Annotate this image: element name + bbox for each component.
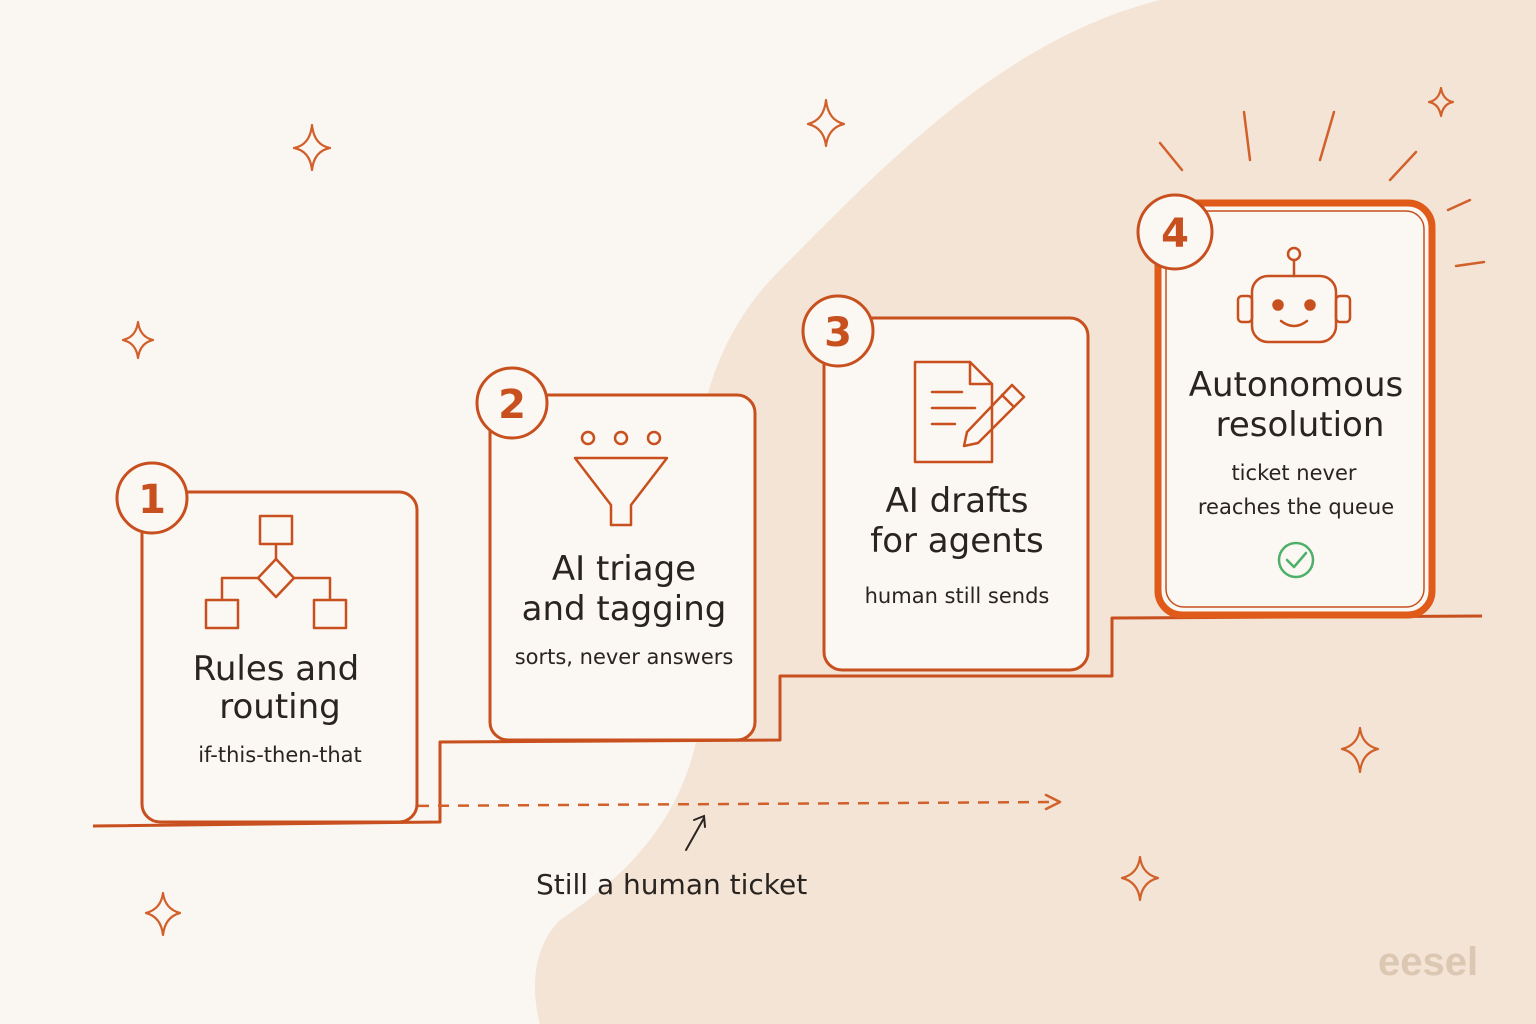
step-2-number: 2 — [498, 382, 526, 428]
step-card-1: Rules and routing if-this-then-that 1 — [115, 461, 419, 824]
step-3-number: 3 — [824, 310, 852, 356]
staircase-line — [92, 614, 1483, 828]
annotation-label: Still a human ticket — [536, 868, 807, 901]
step-3-subtitle: human still sends — [865, 584, 1050, 608]
annotation-pointer — [685, 814, 706, 851]
step-4-subtitle: ticket never — [1231, 461, 1356, 485]
brand-logo: eesel — [1378, 940, 1478, 984]
robot-icon — [1236, 246, 1352, 344]
flowchart-icon — [204, 514, 348, 630]
glow-rays — [1158, 110, 1486, 268]
sparkles — [121, 86, 1455, 937]
step-2-subtitle: sorts, never answers — [515, 645, 734, 669]
funnel-icon — [573, 430, 669, 527]
sparkle-icon — [806, 98, 846, 148]
step-1-badge — [115, 461, 189, 535]
sparkle-icon — [144, 891, 182, 937]
step-card-4: Autonomous resolution ticket never reach… — [1136, 193, 1436, 619]
step-4-badge — [1136, 193, 1214, 271]
step-1-title: Rules and — [193, 649, 360, 689]
step-2-title: AI triage — [552, 549, 696, 589]
document-pencil-icon — [913, 360, 1026, 464]
step-4-title: Autonomous — [1189, 365, 1403, 405]
step-3-title-2: for agents — [870, 521, 1044, 561]
sparkle-icon — [1340, 726, 1380, 774]
step-3-badge — [801, 294, 875, 368]
check-circle-icon — [1277, 541, 1315, 579]
sparkle-icon — [1427, 86, 1455, 118]
step-1-title-2: routing — [219, 687, 341, 727]
sparkle-icon — [121, 320, 155, 360]
step-4-number: 4 — [1161, 211, 1189, 257]
sparkle-icon — [292, 123, 332, 172]
step-3-title: AI drafts — [886, 481, 1029, 521]
sparkle-icon — [1120, 855, 1160, 902]
step-2-badge — [475, 366, 549, 440]
step-1-subtitle: if-this-then-that — [198, 743, 362, 767]
step-1-number: 1 — [138, 477, 166, 523]
step-4-subtitle-2: reaches the queue — [1198, 495, 1394, 519]
step-card-3: AI drafts for agents human still sends 3 — [801, 294, 1090, 672]
step-2-title-2: and tagging — [522, 589, 727, 629]
step-card-2: AI triage and tagging sorts, never answe… — [475, 366, 757, 742]
step-4-title-2: resolution — [1216, 405, 1385, 445]
